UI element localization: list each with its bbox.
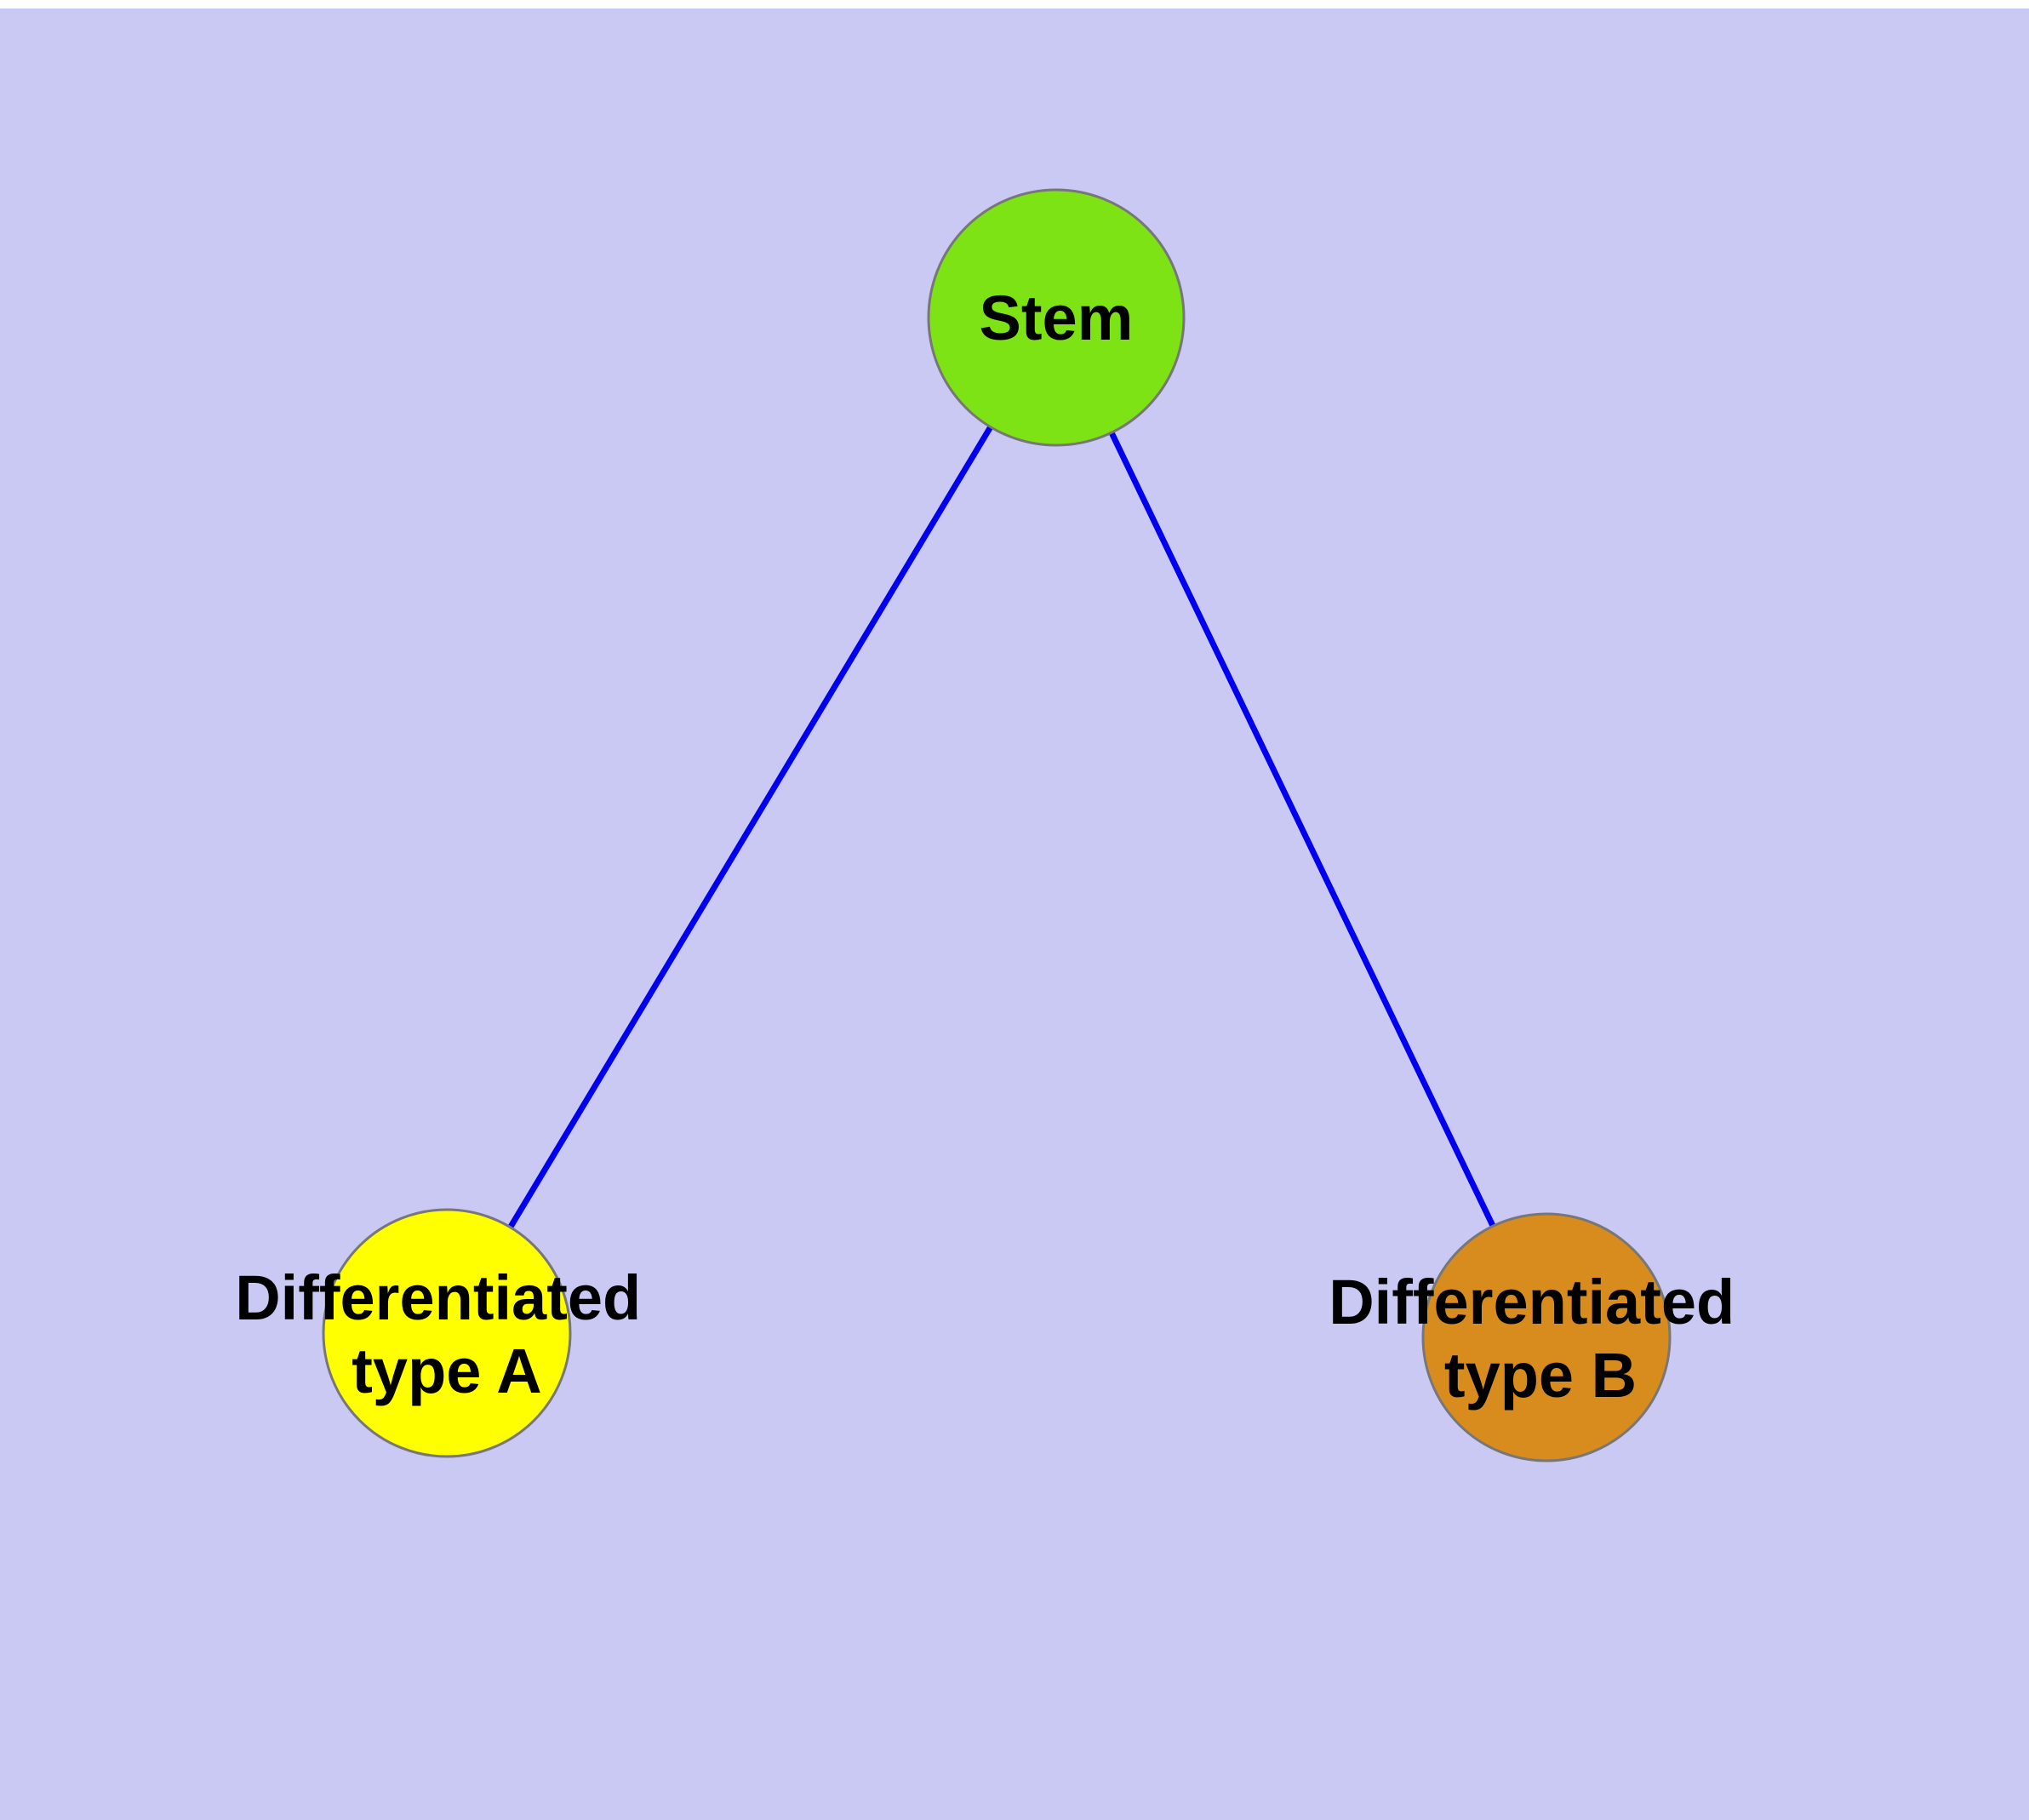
edge-stem-to-type-a xyxy=(443,316,1060,1335)
node-stem: Stem xyxy=(927,188,1186,447)
node-type-b-label-line1: Differentiated xyxy=(1329,1267,1735,1337)
node-type-a-circle xyxy=(322,1208,572,1458)
node-type-a-label: Differentiated type A xyxy=(235,1262,659,1406)
node-stem-label: Stem xyxy=(980,283,1134,353)
node-differentiated-type-a: Differentiated type A xyxy=(235,1208,659,1458)
node-type-b-label-line2: type B xyxy=(1444,1340,1637,1411)
node-type-b-circle xyxy=(1421,1212,1672,1462)
node-type-a-label-line2: type A xyxy=(352,1336,541,1406)
node-stem-circle xyxy=(927,188,1186,447)
node-type-b-label: Differentiated type B xyxy=(1329,1267,1752,1411)
node-differentiated-type-b: Differentiated type B xyxy=(1329,1212,1752,1462)
node-type-a-label-line1: Differentiated xyxy=(235,1262,641,1333)
edge-stem-to-type-b xyxy=(1053,316,1550,1339)
